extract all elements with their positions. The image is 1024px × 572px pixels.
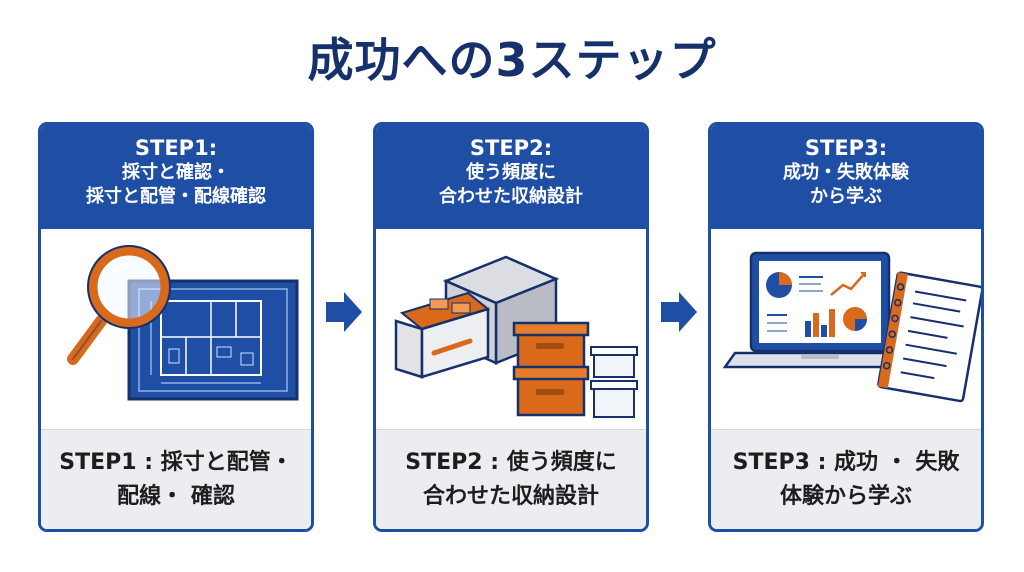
storage-box-icon — [512, 321, 590, 417]
plastic-container-icon — [590, 346, 638, 418]
step-footer-line: STEP1 : 採寸と配管・ — [59, 449, 293, 475]
step-card-3: STEP3: 成功・失敗体験 から学ぶ — [708, 122, 984, 532]
drawer-boxes-illustration — [394, 255, 638, 418]
step-card-footer: STEP2 : 使う頻度に 合わせた収納設計 — [376, 429, 646, 529]
step-subtitle-line: 成功・失敗体験 — [783, 162, 909, 183]
step-footer-line: 配線・ 確認 — [117, 483, 235, 509]
step-illustration — [376, 229, 646, 429]
step-title: STEP2: — [469, 136, 553, 160]
step-title: STEP3: — [804, 136, 888, 160]
step-footer-line: 体験から学ぶ — [779, 483, 912, 509]
drawer-icon — [394, 255, 560, 379]
step-subtitle-line: 採寸と配管・配線確認 — [86, 186, 266, 207]
step-footer-text: STEP1 : 採寸と配管・ 配線・ 確認 — [59, 446, 292, 514]
step-footer-text: STEP2 : 使う頻度に 合わせた収納設計 — [405, 446, 616, 514]
step-illustration — [41, 229, 311, 429]
step-card-2: STEP2: 使う頻度に 合わせた収納設計 — [373, 122, 649, 532]
step-card-footer: STEP1 : 採寸と配管・ 配線・ 確認 — [41, 429, 311, 529]
step-subtitle-line: から学ぶ — [810, 186, 882, 207]
step-title: STEP1: — [134, 136, 218, 160]
step-subtitle-line: 採寸と確認・ — [122, 162, 230, 183]
step-card-header: STEP3: 成功・失敗体験 から学ぶ — [711, 125, 981, 229]
step-footer-line: STEP2 : 使う頻度に — [405, 449, 617, 475]
laptop-notebook-illustration — [722, 251, 981, 403]
step-subtitle-line: 使う頻度に — [466, 162, 556, 183]
laptop-chart-icon — [722, 251, 918, 369]
step-footer-line: 合わせた収納設計 — [422, 483, 599, 509]
step-card-header: STEP2: 使う頻度に 合わせた収納設計 — [376, 125, 646, 229]
step-footer-line: STEP3 : 成功 ・ 失敗 — [732, 449, 960, 475]
step-illustration — [711, 229, 981, 429]
step-card-1: STEP1: 採寸と確認・ 採寸と配管・配線確認 — [38, 122, 314, 532]
arrow-right-icon — [324, 290, 364, 334]
step-card-footer: STEP3 : 成功 ・ 失敗 体験から学ぶ — [711, 429, 981, 529]
arrow-right-icon — [659, 290, 699, 334]
step-card-header: STEP1: 採寸と確認・ 採寸と配管・配線確認 — [41, 125, 311, 229]
page-title: 成功への3ステップ — [307, 33, 717, 87]
step-footer-text: STEP3 : 成功 ・ 失敗 体験から学ぶ — [733, 446, 960, 514]
magnifier-blueprint-illustration — [67, 245, 299, 401]
step-subtitle-line: 合わせた収納設計 — [439, 186, 583, 207]
magnifier-icon — [67, 245, 171, 365]
notebook-icon — [877, 271, 981, 403]
